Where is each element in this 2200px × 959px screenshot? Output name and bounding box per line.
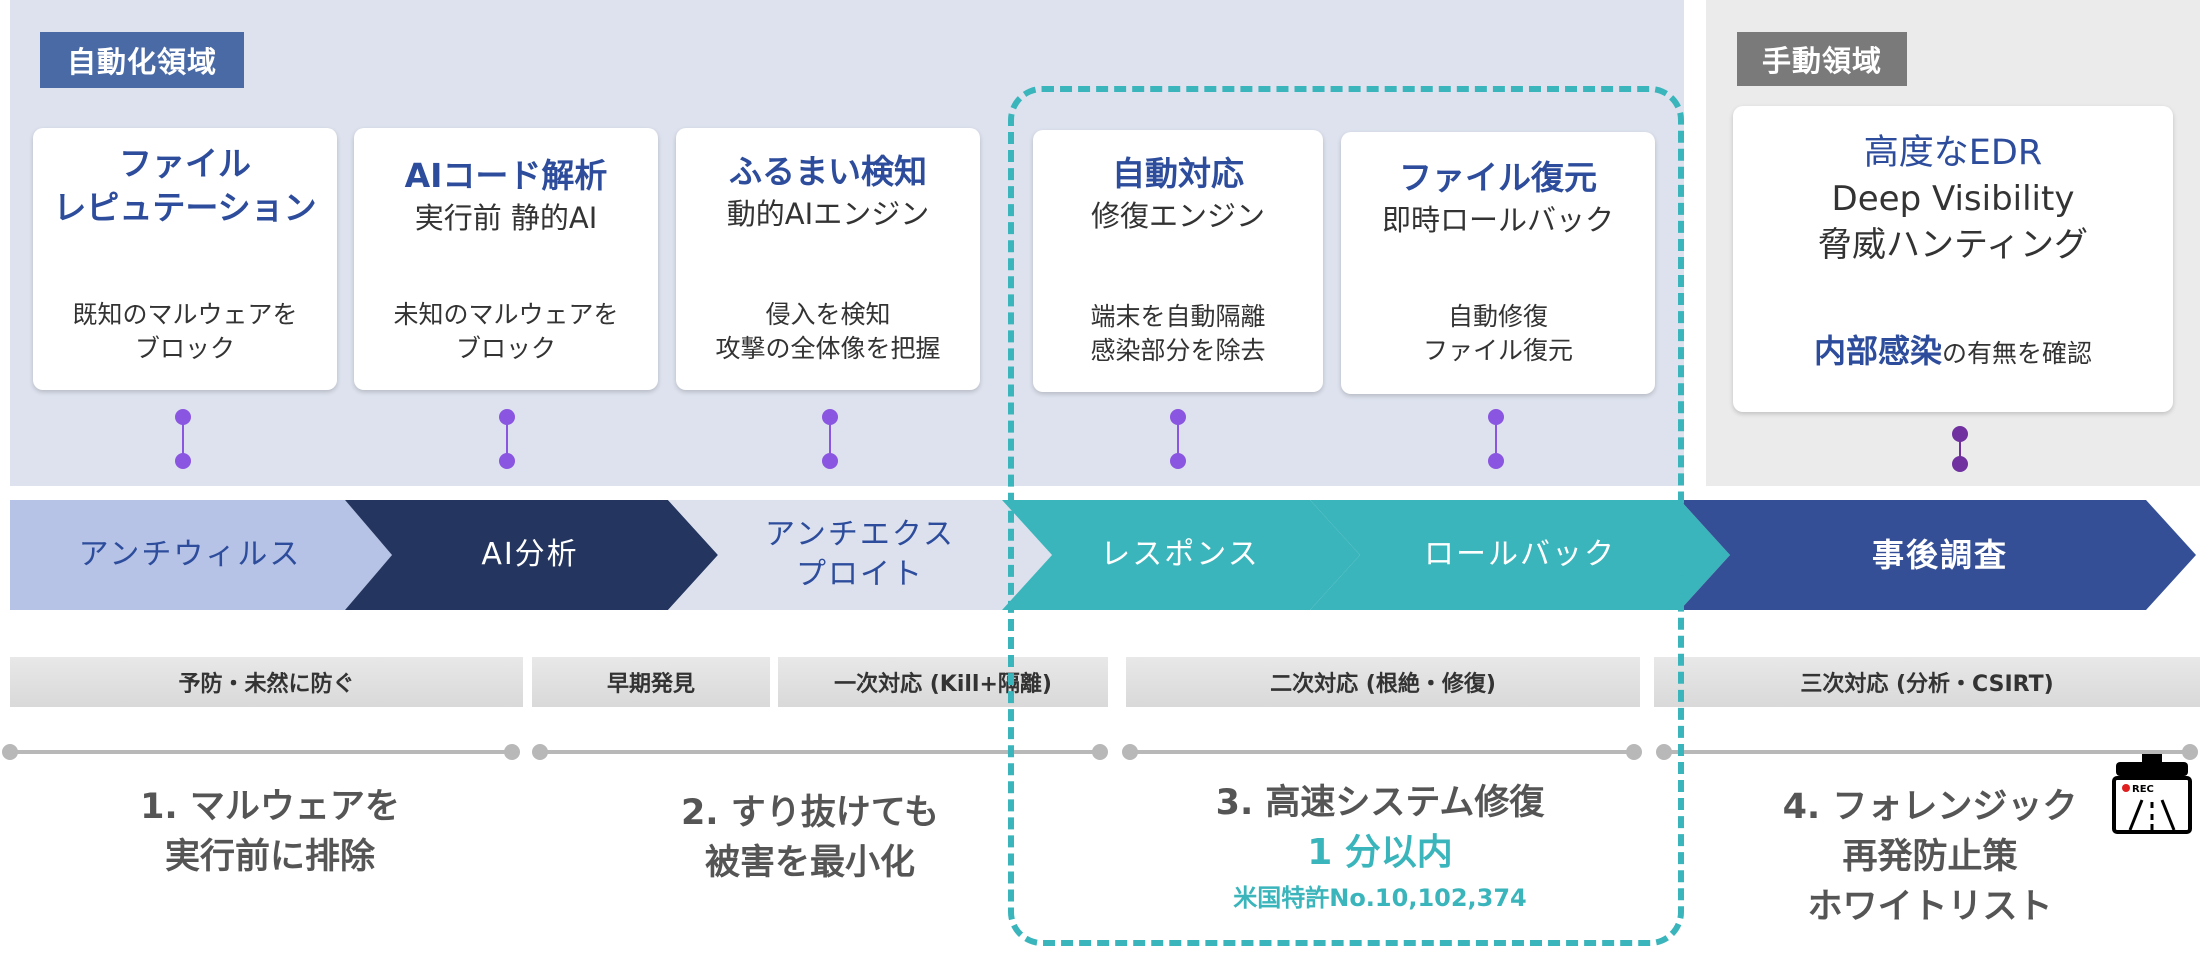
card-subtitle: 実行前 静的AI (414, 201, 598, 235)
response-bar-prevention: 予防・未然に防ぐ (10, 657, 523, 707)
card-desc-line2: ブロック (134, 334, 235, 363)
stage-arrow-anti-exploit (668, 500, 1052, 610)
card-desc-line1: 自動修復 (1447, 302, 1548, 331)
card-advanced-edr: 高度なEDR Deep Visibility 脅威ハンティング 内部感染の有無を… (1733, 106, 2173, 412)
phase-highlight: 1 分以内 (1307, 832, 1453, 873)
connector (1488, 409, 1504, 469)
response-bar-primary: 一次対応 (Kill+隔離) (778, 657, 1108, 707)
stage-label-ai-analysis: AI分析 (481, 537, 579, 572)
stage-label-rollback: ロールバック (1424, 537, 1616, 572)
card-description: 内部感染の有無を確認 (1733, 334, 2173, 371)
highlight-frame (1008, 86, 1684, 946)
card-file-reputation: ファイル レピュテーション 既知のマルウェアを ブロック (33, 128, 337, 390)
stage-arrows (10, 500, 2196, 610)
card-subtitle: 動的AIエンジン (726, 197, 930, 231)
timeline-segment (1130, 750, 1634, 754)
stage-label-response: レスポンス (1100, 537, 1260, 572)
patent-number: 米国特許No.10,102,374 (1233, 884, 1527, 912)
timeline-dot (2, 744, 18, 760)
phase-1: 1. マルウェアを 実行前に排除 (60, 782, 480, 882)
timeline-dot (1656, 744, 1672, 760)
card-title: ファイル復元 (1399, 158, 1597, 197)
card-desc-highlight: 内部感染 (1813, 332, 1942, 370)
card-file-restore: ファイル復元 即時ロールバック 自動修復 ファイル復元 (1341, 132, 1655, 394)
card-subtitle: 即時ロールバック (1381, 203, 1614, 237)
card-line2: Deep Visibility (1831, 179, 2075, 219)
card-description: 侵入を検知 攻撃の全体像を把握 (676, 298, 980, 366)
phase-subtitle: 被害を最小化 (704, 843, 915, 883)
phase-subtitle: 再発防止策 (1842, 837, 2018, 877)
phase-subtitle: 実行前に排除 (164, 837, 375, 877)
timeline-segment (10, 750, 512, 754)
timeline-segment (540, 750, 1098, 754)
card-title: 高度なEDR (1863, 133, 2043, 173)
response-bar-secondary: 二次対応 (根絶・修復) (1126, 657, 1640, 707)
connector (822, 409, 838, 469)
card-line3: 脅威ハンティング (1818, 225, 2088, 265)
card-desc-line2: 攻撃の全体像を把握 (715, 334, 941, 363)
card-behavior-detection: ふるまい検知 動的AIエンジン 侵入を検知 攻撃の全体像を把握 (676, 128, 980, 390)
timeline-dot (504, 744, 520, 760)
timeline-dot (2182, 744, 2198, 760)
card-desc-line1: 端末を自動隔離 (1090, 302, 1266, 331)
rec-text: REC (2132, 784, 2154, 795)
timeline-dot (1092, 744, 1108, 760)
stage-label-line2: プロイト (796, 557, 924, 592)
card-desc-line2: ファイル復元 (1422, 336, 1573, 365)
phase-title: 4. フォレンジック (1782, 787, 2078, 827)
card-desc-line1: 既知のマルウェアを (72, 300, 298, 329)
card-title-line2: レピュテーション (53, 188, 317, 227)
phase-4: 4. フォレンジック 再発防止策 ホワイトリスト (1700, 782, 2160, 932)
stage-label-antivirus: アンチウィルス (78, 537, 302, 572)
card-description: 未知のマルウェアを ブロック (354, 298, 658, 366)
card-auto-response: 自動対応 修復エンジン 端末を自動隔離 感染部分を除去 (1033, 130, 1323, 392)
response-bar-early-detection: 早期発見 (532, 657, 770, 707)
phase-subtitle-2: ホワイトリスト (1807, 887, 2053, 927)
stage-arrow-antivirus (10, 500, 392, 610)
stage-label-line1: アンチエクス (765, 517, 955, 552)
connector (499, 409, 515, 469)
stage-arrow-response (1002, 500, 1360, 610)
phase-2: 2. すり抜けても 被害を最小化 (600, 788, 1020, 888)
card-title: 自動対応 (1112, 154, 1244, 193)
automation-zone-label: 自動化領域 (40, 32, 244, 88)
timeline-dot (532, 744, 548, 760)
phase-title: 2. すり抜けても (680, 793, 940, 833)
timeline-segment (1664, 750, 2190, 754)
card-desc-line1: 未知のマルウェアを (393, 300, 619, 329)
phase-title: 3. 高速システム修復 (1215, 783, 1545, 823)
connector (1952, 426, 1968, 486)
card-title: ファイル (119, 144, 251, 183)
card-subtitle: 修復エンジン (1090, 199, 1265, 233)
stage-arrow-rollback (1310, 500, 1730, 610)
dashcam-rec-icon: REC (2112, 754, 2192, 834)
card-desc-line2: 感染部分を除去 (1090, 336, 1266, 365)
card-description: 既知のマルウェアを ブロック (33, 298, 337, 366)
stage-arrow-forensics (1680, 500, 2196, 610)
timeline-dot (1626, 744, 1642, 760)
stage-label-anti-exploit: アンチエクス プロイト (710, 500, 1010, 610)
manual-zone-label: 手動領域 (1737, 32, 1907, 86)
phase-3: 3. 高速システム修復 1 分以内 米国特許No.10,102,374 (1140, 778, 1620, 918)
card-desc-line2: ブロック (455, 334, 556, 363)
stage-label-forensics: 事後調査 (1871, 536, 2008, 574)
card-ai-code-analysis: AIコード解析 実行前 静的AI 未知のマルウェアを ブロック (354, 128, 658, 390)
card-desc-line1: 侵入を検知 (765, 300, 891, 329)
card-description: 端末を自動隔離 感染部分を除去 (1033, 300, 1323, 368)
stage-arrow-ai-analysis (345, 500, 718, 610)
card-description: 自動修復 ファイル復元 (1341, 300, 1655, 368)
card-title: ふるまい検知 (729, 152, 927, 191)
card-title: AIコード解析 (404, 156, 608, 195)
response-bar-tertiary: 三次対応 (分析・CSIRT) (1654, 657, 2200, 707)
connector (1170, 409, 1186, 469)
phase-title: 1. マルウェアを (140, 787, 400, 827)
timeline-dot (1122, 744, 1138, 760)
card-desc-rest: の有無を確認 (1942, 339, 2093, 368)
connector (175, 409, 191, 469)
